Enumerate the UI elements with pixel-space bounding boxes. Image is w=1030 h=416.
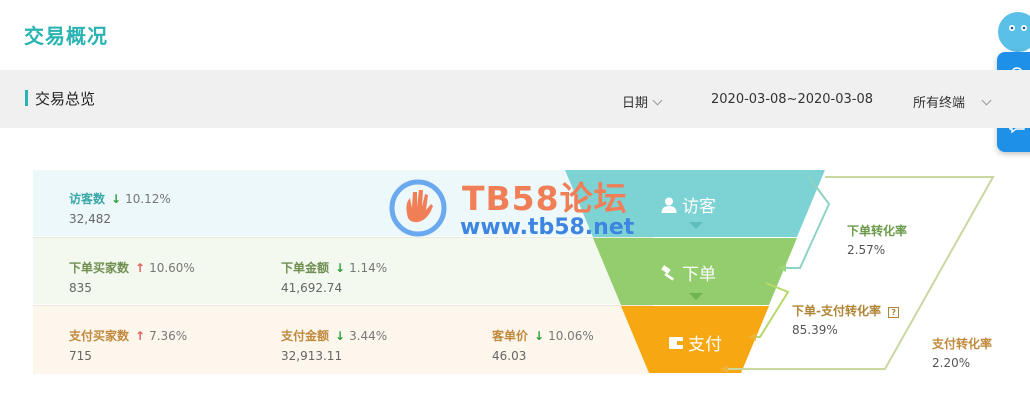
metric-order-amount: 下单金额 ↓1.14% 41,692.74	[281, 259, 387, 295]
conversion-value: 2.57%	[847, 243, 886, 257]
pay-row: 支付买家数↑7.36% 715 支付金额↓3.44% 32,913.11 客单价…	[33, 305, 653, 374]
arrow-down-icon: ↓	[335, 261, 346, 275]
funnel-stage-visitor	[565, 170, 825, 237]
metric-name: 访客数	[69, 192, 106, 206]
metric-rate: 10.60%	[149, 261, 195, 275]
metric-value: 715	[69, 349, 92, 363]
pay-conversion: 支付转化率 2.20%	[932, 335, 992, 370]
funnel-down-arrow	[689, 222, 703, 229]
connector-arrowhead	[748, 333, 756, 341]
watermark-url: www.tb58.net	[460, 215, 635, 240]
conversion-title-text: 下单-支付转化率	[792, 304, 881, 318]
funnel-label-visitor: 访客	[660, 192, 716, 217]
conversion-title: 下单-支付转化率 ?	[792, 302, 900, 319]
conversion-value: 85.39%	[792, 323, 838, 337]
metric-name: 支付买家数	[69, 329, 130, 343]
watermark-logo	[388, 178, 448, 242]
connector-arrowhead	[720, 365, 728, 373]
funnel-label-pay: 支付	[668, 330, 722, 355]
metric-name: 支付金额	[281, 329, 330, 343]
metric-value: 835	[69, 281, 92, 295]
page-title: 交易概况	[24, 24, 108, 48]
funnel-stage-label: 访客	[682, 197, 716, 217]
metric-value: 46.03	[492, 349, 527, 363]
metric-value: 41,692.74	[281, 281, 343, 295]
funnel-label-order: 下单	[660, 260, 716, 285]
arrow-up-icon: ↑	[135, 329, 146, 343]
metric-rate: 1.14%	[349, 261, 388, 275]
funnel-stage-label: 下单	[682, 265, 716, 285]
funnel-stage-pay	[621, 306, 769, 373]
funnel-stage-order	[593, 238, 797, 305]
arrow-up-icon: ↑	[135, 261, 146, 275]
funnel-stage-label: 支付	[688, 335, 722, 355]
pay-conversion-line	[724, 176, 995, 370]
metric-name: 下单买家数	[69, 261, 130, 275]
metric-order-buyers: 下单买家数 ↑10.60% 835	[69, 259, 195, 295]
metric-unit-price: 客单价 ↓10.06% 46.03	[492, 327, 594, 363]
mascot-icon[interactable]	[998, 12, 1030, 52]
arrow-down-icon: ↓	[534, 329, 545, 343]
visitor-row: 访客数 ↓10.12% 32,482	[33, 170, 653, 236]
arrow-down-icon: ↓	[335, 329, 346, 343]
section-marker	[25, 90, 28, 106]
connector-arrowhead	[778, 264, 786, 272]
metric-rate: 10.12%	[125, 192, 171, 206]
order-row: 下单买家数 ↑10.60% 835 下单金额 ↓1.14% 41,692.74	[33, 237, 653, 304]
watermark-title: TB58论坛	[462, 179, 628, 218]
metric-rate: 7.36%	[149, 329, 188, 343]
terminal-label: 所有终端	[913, 96, 966, 111]
order-conversion: 下单转化率 2.57%	[847, 222, 907, 257]
arrow-down-icon: ↓	[111, 192, 122, 206]
conversion-value: 2.20%	[932, 356, 971, 370]
metric-visitors: 访客数 ↓10.12% 32,482	[69, 190, 171, 226]
metric-pay-buyers: 支付买家数 ↑7.36% 715	[69, 327, 187, 363]
date-range[interactable]: 2020-03-08~2020-03-08	[711, 92, 873, 107]
order-pay-conversion: 下单-支付转化率 ? 85.39%	[792, 302, 900, 337]
metric-name: 下单金额	[281, 261, 330, 275]
section-title: 交易总览	[35, 90, 96, 108]
metric-rate: 10.06%	[548, 329, 594, 343]
date-label: 日期	[622, 96, 649, 111]
order-conversion-line	[781, 175, 831, 269]
metric-rate: 3.44%	[349, 329, 388, 343]
date-dropdown[interactable]: 日期	[622, 92, 663, 111]
user-icon	[661, 197, 677, 213]
metric-pay-amount: 支付金额 ↓3.44% 32,913.11	[281, 327, 387, 363]
metric-value: 32,482	[69, 212, 111, 226]
metric-name: 客单价	[492, 329, 529, 343]
wallet-icon	[669, 336, 683, 349]
help-icon[interactable]: ?	[888, 307, 900, 318]
funnel-down-arrow	[689, 293, 703, 300]
conversion-title: 支付转化率	[932, 337, 993, 351]
overview-header: 交易总览 日期 2020-03-08~2020-03-08 所有终端	[0, 70, 1030, 128]
gavel-icon	[661, 264, 675, 281]
conversion-title: 下单转化率	[847, 224, 908, 238]
metric-value: 32,913.11	[281, 349, 343, 363]
terminal-dropdown[interactable]: 所有终端	[913, 92, 992, 111]
